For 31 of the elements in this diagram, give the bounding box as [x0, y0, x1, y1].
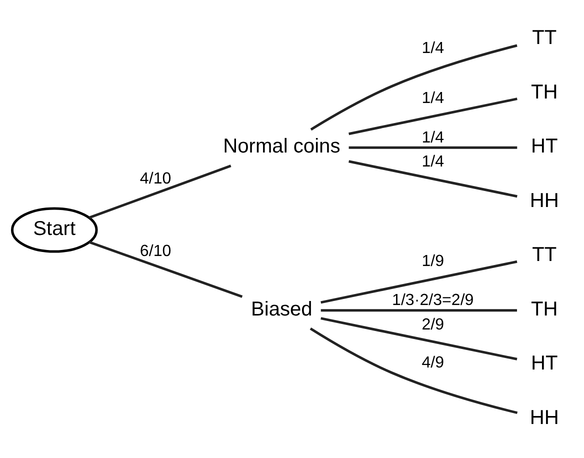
- node-text: HH: [530, 406, 559, 429]
- edge-label: 1/9: [422, 252, 444, 270]
- connector: [320, 260, 518, 304]
- edge-label: 4/9: [422, 353, 444, 372]
- edge-label: 6/10: [140, 242, 172, 260]
- edge-label: 1/4: [422, 38, 444, 57]
- edge-label: 1/4: [422, 152, 444, 171]
- connector: [88, 240, 243, 298]
- node-text: Biased: [250, 298, 312, 320]
- edge-label: 2/9: [422, 315, 444, 334]
- connector: [310, 44, 518, 131]
- edge-label: 4/10: [140, 170, 172, 188]
- connector: [310, 328, 518, 414]
- node-text: TH: [531, 81, 558, 104]
- node-text: TH: [531, 298, 558, 320]
- connector: [320, 309, 517, 312]
- node-text: TT: [532, 27, 557, 50]
- connector: [348, 146, 518, 149]
- edge-label: 1/3·2/3=2/9: [392, 291, 474, 310]
- edge-label: 1/4: [422, 128, 444, 146]
- node-text: HT: [531, 352, 558, 375]
- connector: [88, 164, 232, 219]
- connector: [320, 317, 518, 360]
- edge-label: 1/4: [422, 89, 444, 108]
- node-text: HH: [530, 190, 559, 212]
- connector: [348, 98, 518, 136]
- connector: [348, 160, 518, 198]
- node-text: Normal coins: [223, 136, 340, 158]
- node-ellipse: Start: [10, 207, 98, 253]
- node-text: HT: [531, 136, 558, 158]
- node-text: TT: [532, 244, 557, 266]
